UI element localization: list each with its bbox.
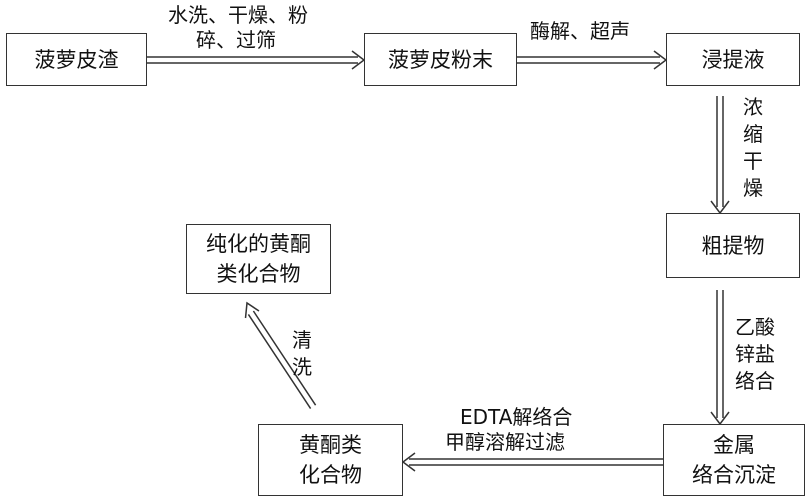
label-concentrate-char-3: 干 — [743, 149, 763, 173]
label-concentrate-char-1: 浓 — [743, 95, 763, 119]
node-metal-complex-line1: 金属 — [713, 433, 755, 457]
label-zinc-acetate-line2: 锌盐 — [735, 342, 775, 366]
label-wash-line2: 洗 — [292, 355, 312, 379]
arrow-powder-to-extract — [517, 56, 660, 64]
node-pineapple-peel-powder: 菠萝皮粉末 — [364, 33, 517, 86]
node-flavonoid-line2: 化合物 — [299, 463, 362, 487]
node-metal-complex-line2: 络合沉淀 — [692, 463, 776, 487]
label-concentrate-char-2: 缩 — [743, 122, 763, 146]
arrow-pomace-to-powder-head — [351, 50, 366, 70]
label-wash-dry-grind-line1: 水洗、干燥、粉 — [168, 3, 308, 27]
label-edta-decomplex: EDTA解络合 — [460, 405, 573, 429]
arrow-flavonoid-to-purified — [247, 310, 317, 410]
node-flavonoid-line1: 黄酮类 — [299, 433, 362, 457]
node-pineapple-peel-powder-label: 菠萝皮粉末 — [388, 47, 493, 72]
arrow-complex-to-flavonoid-head — [401, 452, 416, 472]
arrow-crude-to-complex — [716, 290, 724, 418]
arrow-powder-to-extract-head — [653, 50, 668, 70]
label-enzyme-ultrasound: 酶解、超声 — [530, 19, 630, 43]
arrow-flavonoid-to-purified-head — [244, 301, 260, 319]
label-methanol-filter: 甲醇溶解过滤 — [445, 430, 565, 454]
node-purified-flavonoids-label: 纯化的黄酮 类化合物 — [206, 229, 311, 289]
node-purified-line2: 类化合物 — [216, 262, 301, 286]
node-purified-line1: 纯化的黄酮 — [206, 232, 311, 256]
node-extract-liquid-label: 浸提液 — [701, 47, 765, 72]
label-concentrate-char-4: 燥 — [743, 176, 763, 200]
label-wash: 清 洗 — [292, 327, 312, 381]
label-wash-dry-grind-line2: 碎、过筛 — [196, 28, 276, 52]
label-zinc-acetate-complex: 乙酸 锌盐 络合 — [735, 314, 775, 395]
arrow-crude-to-complex-head — [710, 411, 730, 426]
arrow-extract-to-crude-head — [710, 200, 730, 215]
node-flavonoid-compounds: 黄酮类 化合物 — [258, 424, 403, 496]
arrow-pomace-to-powder — [147, 56, 358, 64]
node-flavonoid-compounds-label: 黄酮类 化合物 — [299, 430, 362, 490]
label-zinc-acetate-line3: 络合 — [735, 369, 775, 393]
node-extract-liquid: 浸提液 — [666, 33, 800, 86]
node-pineapple-pomace: 菠萝皮渣 — [6, 33, 147, 86]
arrow-extract-to-crude — [716, 96, 724, 207]
node-pineapple-pomace-label: 菠萝皮渣 — [34, 47, 119, 72]
node-metal-complex-precipitate-label: 金属 络合沉淀 — [692, 430, 776, 490]
label-wash-line1: 清 — [292, 328, 312, 352]
node-crude-extract: 粗提物 — [666, 213, 800, 278]
node-purified-flavonoids: 纯化的黄酮 类化合物 — [186, 224, 331, 294]
label-concentrate-dry: 浓 缩 干 燥 — [741, 94, 765, 202]
label-zinc-acetate-line1: 乙酸 — [735, 315, 775, 339]
node-crude-extract-label: 粗提物 — [701, 233, 765, 258]
arrow-complex-to-flavonoid — [409, 458, 663, 466]
node-metal-complex-precipitate: 金属 络合沉淀 — [663, 424, 805, 496]
